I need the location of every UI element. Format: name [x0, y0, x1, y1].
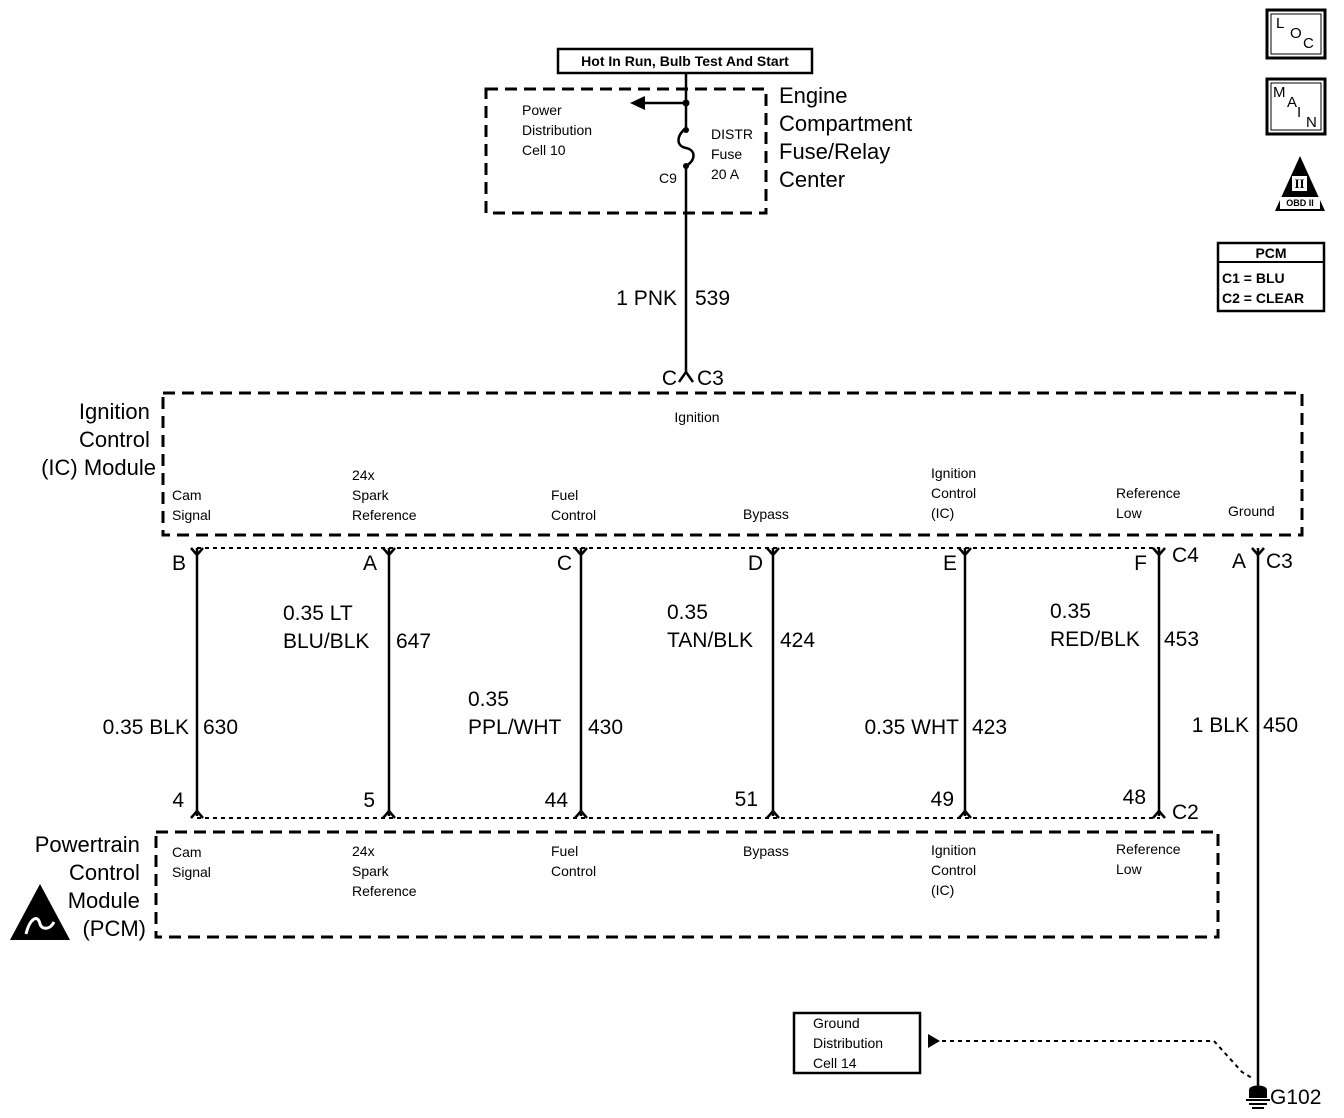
ic-connector-chevrons: [190, 547, 1166, 557]
pcm-legend-c1: C1 = BLU: [1222, 270, 1285, 286]
ic-ref-low-label: Reference Low: [1116, 485, 1184, 521]
ic-module-title: Ignition Control (IC) Module: [41, 399, 156, 480]
ic-pin-e: E: [943, 552, 957, 575]
ground-dist-label: Ground Distribution Cell 14: [813, 1015, 887, 1071]
supply-label: Hot In Run, Bulb Test And Start: [581, 53, 789, 69]
loc-icon[interactable]: L O C: [1265, 8, 1327, 60]
power-dist-label: Power Distribution Cell 10: [522, 102, 596, 158]
ground-dist-arrow-icon: [928, 1034, 940, 1048]
wire-423-circuit: 423: [972, 716, 1007, 739]
ic-cam-label: Cam Signal: [172, 487, 211, 523]
wire-424-circuit: 424: [780, 629, 815, 652]
pcm-pin-44: 44: [545, 789, 569, 812]
ic-module-outline: [161, 391, 1304, 537]
ground-dist-box: [792, 1011, 922, 1075]
ic-connector-c3: C3: [1266, 550, 1293, 573]
wire-647-circuit: 647: [396, 630, 431, 653]
pcm-pin-4: 4: [172, 789, 184, 812]
ic-top-connector-label: C3: [697, 367, 724, 390]
pcm-module-title: Powertrain Control Module (PCM): [35, 832, 146, 941]
wire-630-label: 0.35 BLK: [103, 716, 189, 739]
pcm-ic-label: Ignition Control (IC): [931, 842, 980, 898]
pcm-pin-51: 51: [735, 788, 758, 811]
ic-ic-label: Ignition Control (IC): [931, 465, 980, 521]
ic-ignition-label: Ignition: [674, 409, 719, 425]
pcm-fuel-label: Fuel Control: [551, 843, 596, 879]
wire-453-label: 0.35 RED/BLK: [1050, 600, 1140, 651]
obd-ii-icon[interactable]: II OBD II: [1275, 156, 1325, 211]
fuse-center-title: Engine Compartment Fuse/Relay Center: [779, 83, 918, 192]
ground-dist-link: [942, 1040, 1253, 1079]
ground-symbol-icon: [1246, 1085, 1270, 1109]
wire-450-circuit: 450: [1263, 714, 1298, 737]
ic-connector-c4: C4: [1172, 544, 1199, 567]
svg-text:M: M: [1273, 84, 1286, 101]
ic-spark-label: 24x Spark Reference: [352, 467, 417, 523]
ic-fuel-label: Fuel Control: [551, 487, 596, 523]
svg-text:N: N: [1306, 114, 1317, 131]
pcm-pin-49: 49: [931, 788, 954, 811]
pcm-legend-c2: C2 = CLEAR: [1222, 290, 1304, 306]
pcm-bypass-label: Bypass: [743, 843, 789, 859]
ic-pin-c: C: [557, 552, 572, 575]
svg-text:I: I: [1297, 104, 1301, 121]
ic-top-connector-icon: [677, 369, 695, 383]
fuse-icon: [677, 127, 695, 168]
pcm-spark-label: 24x Spark Reference: [352, 843, 417, 899]
wire-630-circuit: 630: [203, 716, 238, 739]
wire-424-label: 0.35 TAN/BLK: [667, 601, 753, 652]
pcm-cam-label: Cam Signal: [172, 844, 211, 880]
ground-point-label: G102: [1270, 1086, 1321, 1109]
pcm-pin-48: 48: [1123, 786, 1146, 809]
ic-bypass-label: Bypass: [743, 506, 789, 522]
pcm-legend-title: PCM: [1255, 245, 1286, 261]
bus-arrow-icon: [630, 96, 645, 110]
pcm-module-outline: [154, 830, 1220, 939]
wire-539-circuit: 539: [695, 287, 730, 310]
pcm-connector-legend: PCM C1 = BLU C2 = CLEAR: [1216, 241, 1326, 313]
pcm-pin-5: 5: [363, 789, 375, 812]
wire-453-circuit: 453: [1164, 628, 1199, 651]
ic-pcm-wires: [195, 548, 1161, 816]
main-icon[interactable]: M A I N: [1265, 77, 1327, 136]
svg-text:II: II: [1294, 176, 1304, 191]
svg-text:L: L: [1276, 15, 1284, 32]
ground-pin-a: A: [1232, 550, 1246, 573]
svg-text:A: A: [1287, 94, 1297, 111]
fuse-connector-label: C9: [659, 170, 677, 186]
ic-pin-d: D: [748, 552, 763, 575]
ic-pin-b: B: [172, 552, 186, 575]
svg-text:C: C: [1303, 35, 1314, 52]
wire-423-label: 0.35 WHT: [864, 716, 959, 739]
pcm-connector-c2: C2: [1172, 801, 1199, 824]
wire-539-label: 1 PNK: [616, 287, 677, 310]
ic-ground-label: Ground: [1228, 503, 1275, 519]
ic-pin-a: A: [363, 552, 377, 575]
pcm-ref-low-label: Reference Low: [1116, 841, 1184, 877]
ic-pin-f: F: [1134, 552, 1147, 575]
wire-450-label: 1 BLK: [1192, 714, 1249, 737]
wire-647-label: 0.35 LT BLU/BLK: [283, 602, 369, 653]
svg-text:OBD II: OBD II: [1286, 198, 1314, 208]
fuse-label: DISTR Fuse 20 A: [711, 126, 757, 182]
wire-430-circuit: 430: [588, 716, 623, 739]
svg-text:O: O: [1290, 25, 1302, 42]
fuse-center-outline: [484, 87, 768, 215]
pcm-connector-chevrons: [190, 809, 1166, 819]
ic-top-connector-pin: C: [662, 367, 677, 390]
esd-warning-icon: [10, 884, 70, 940]
wire-430-label: 0.35 PPL/WHT: [468, 688, 562, 739]
